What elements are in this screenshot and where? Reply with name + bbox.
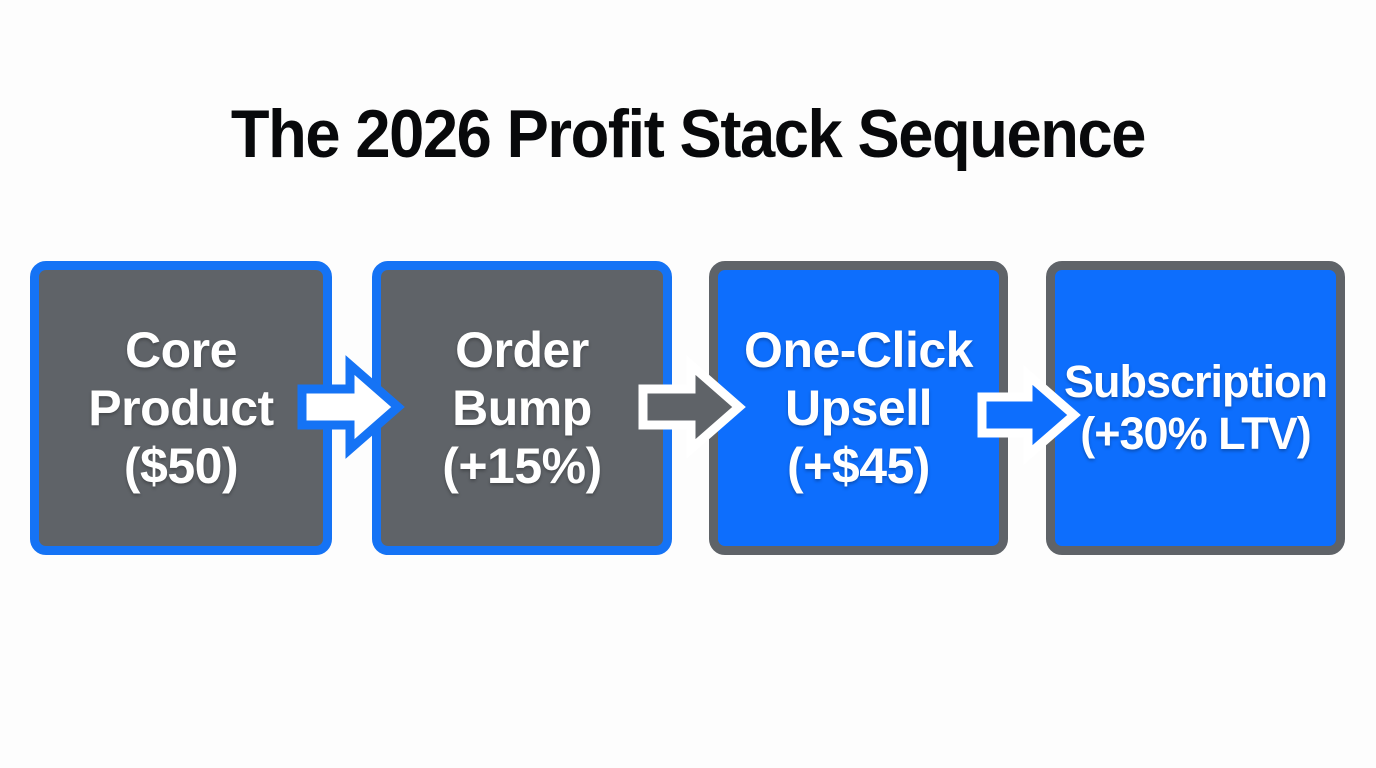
- profit-stack-flow: Core Product ($50) Order Bump (+15%) One…: [0, 261, 1376, 555]
- flow-node-label: Order Bump (+15%): [442, 322, 602, 494]
- flow-node-label: Core Product ($50): [88, 322, 274, 494]
- flow-node-subscription[interactable]: Subscription (+30% LTV): [1046, 261, 1345, 555]
- flow-node-core-product[interactable]: Core Product ($50): [30, 261, 332, 555]
- page-title: The 2026 Profit Stack Sequence: [230, 95, 1147, 172]
- flow-node-one-click-upsell[interactable]: One-Click Upsell (+$45): [709, 261, 1008, 555]
- flow-node-order-bump[interactable]: Order Bump (+15%): [372, 261, 672, 555]
- flow-node-label: Subscription (+30% LTV): [1063, 355, 1328, 459]
- flow-node-label: One-Click Upsell (+$45): [744, 322, 973, 494]
